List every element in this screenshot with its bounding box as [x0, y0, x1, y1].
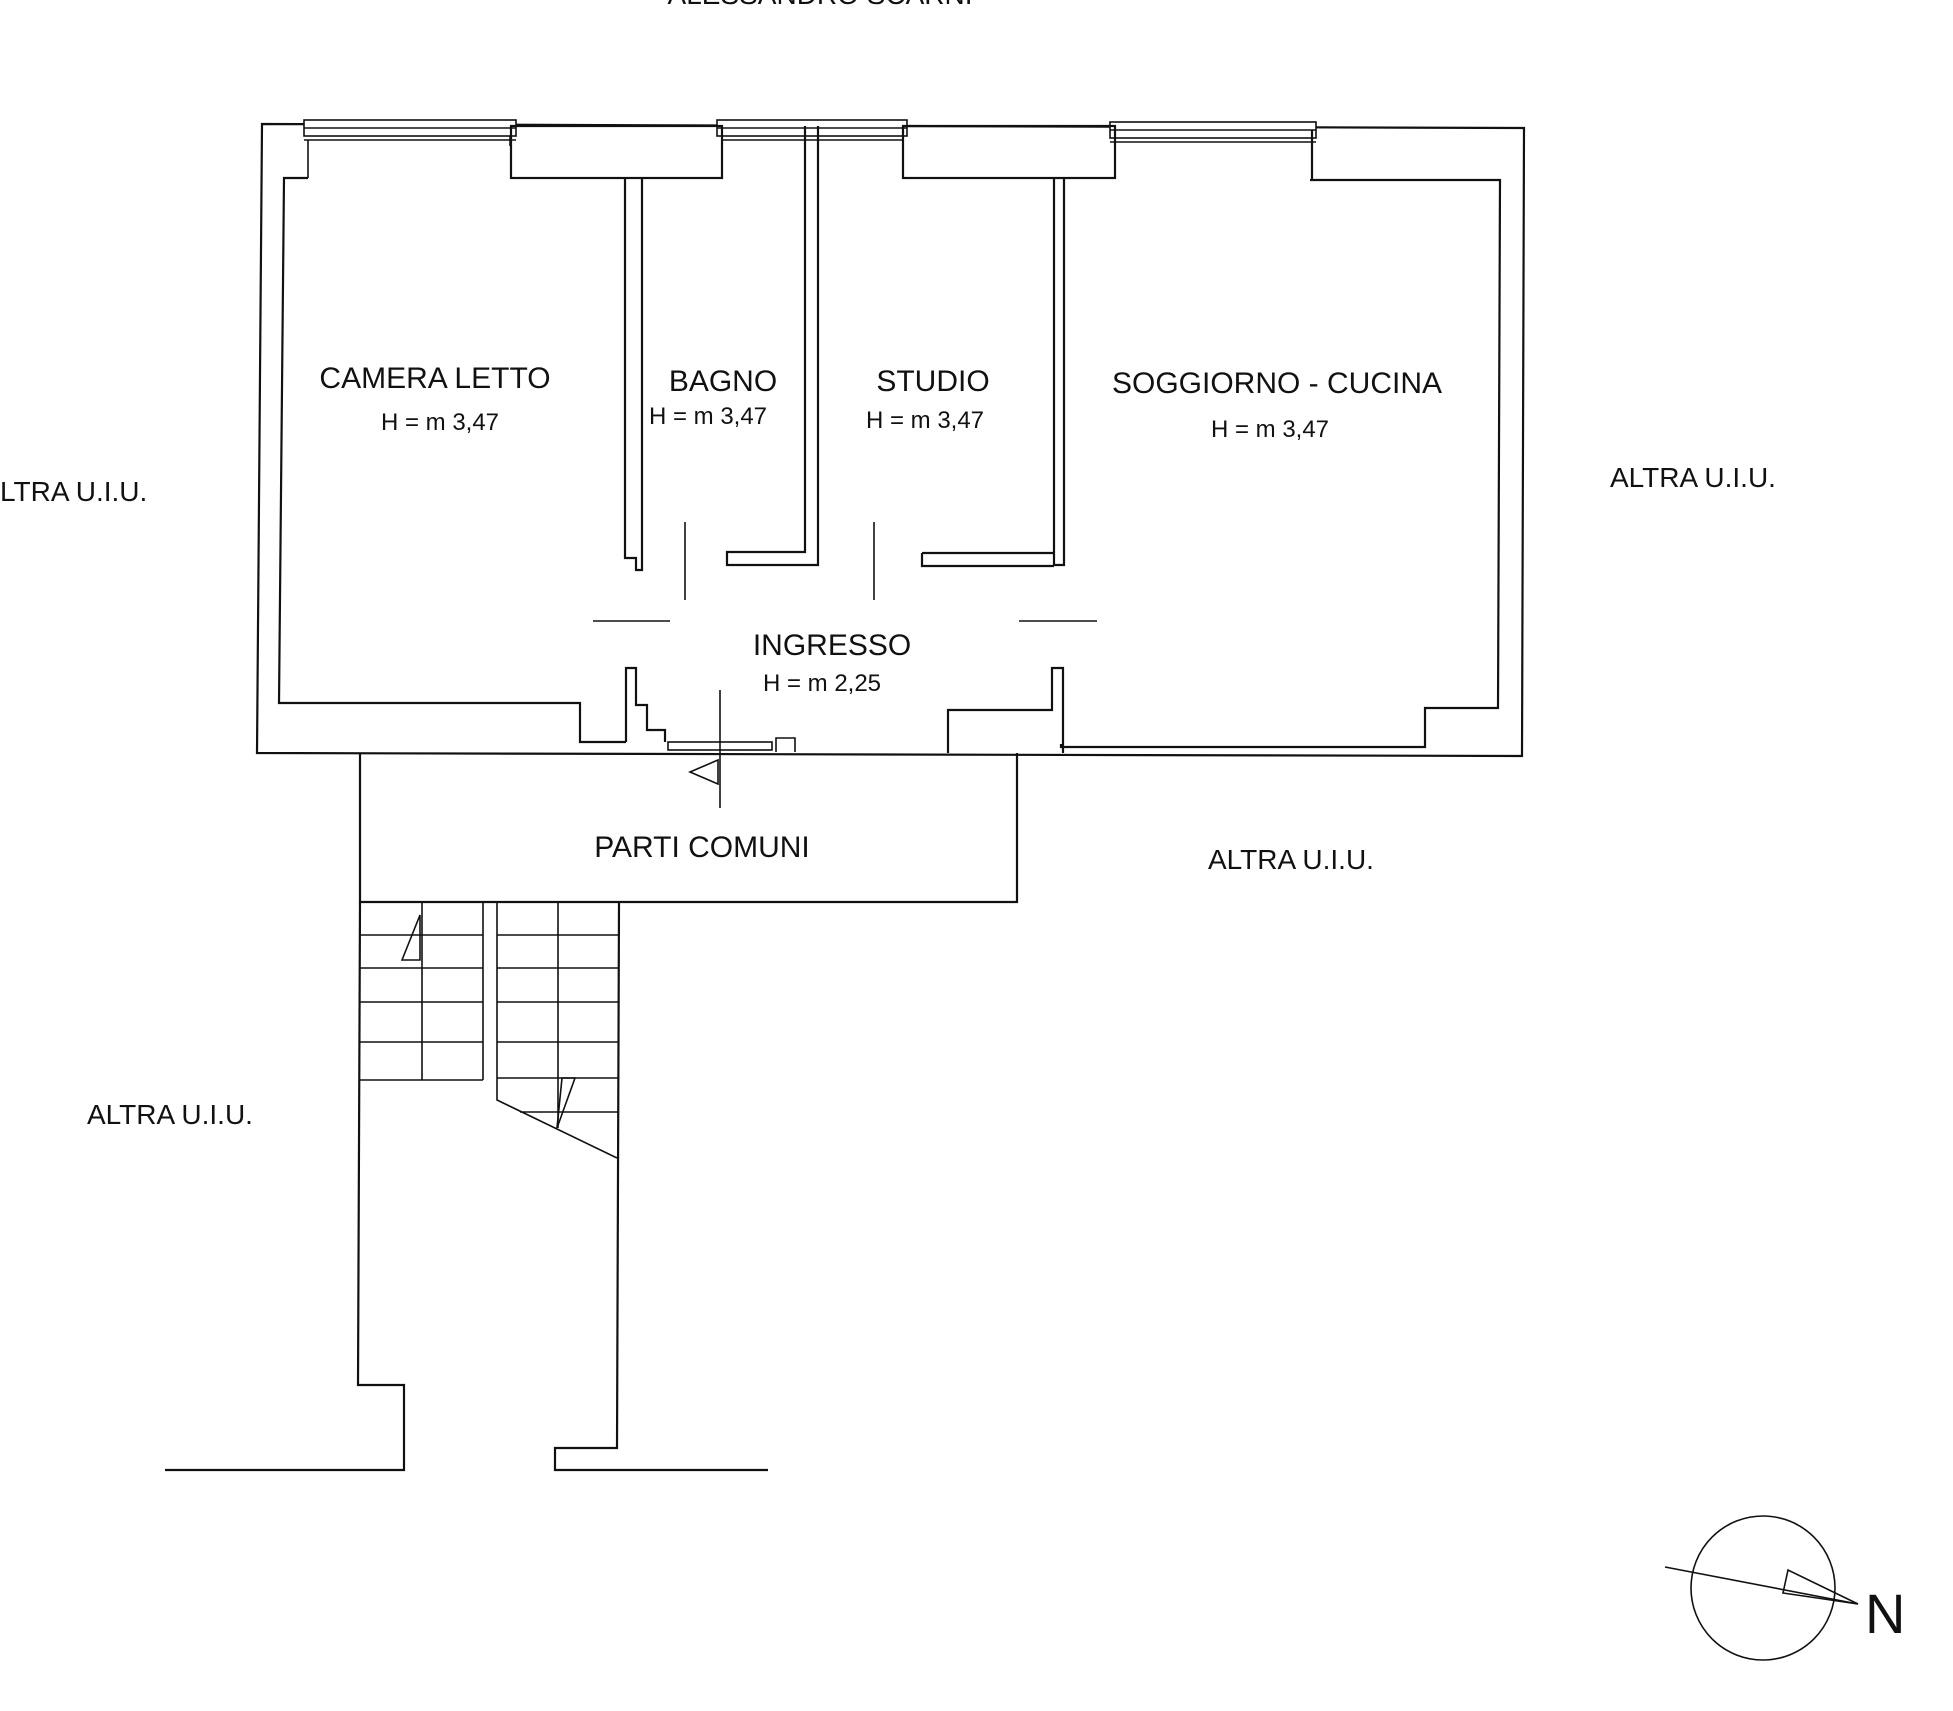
room-name: INGRESSO — [753, 629, 911, 662]
front-windows — [303, 119, 1317, 180]
room-height: H = m 2,25 — [763, 670, 881, 697]
neighbour-west-label: LTRA U.I.U. — [0, 476, 147, 507]
common-area — [358, 753, 1019, 904]
room-label-camera-letto: CAMERA LETTO H = m 3,47 — [319, 362, 550, 436]
room-height: H = m 3,47 — [381, 409, 499, 436]
room-label-bagno: BAGNO H = m 3,47 — [649, 365, 777, 430]
room-height: H = m 3,47 — [866, 407, 984, 434]
room-name: SOGGIORNO - CUCINA — [1112, 367, 1442, 400]
room-height: H = m 3,47 — [1211, 416, 1329, 443]
staircase — [165, 901, 768, 1472]
neighbour-south-east-label: ALTRA U.I.U. — [1208, 844, 1374, 875]
north-arrow-icon — [1664, 1515, 1859, 1661]
neighbour-east-label: ALTRA U.I.U. — [1610, 462, 1776, 493]
room-height: H = m 3,47 — [649, 403, 767, 430]
room-label-soggiorno-cucina: SOGGIORNO - CUCINA H = m 3,47 — [1112, 367, 1442, 443]
room-name: CAMERA LETTO — [319, 362, 550, 395]
interior-walls — [593, 126, 1097, 808]
north-label: N — [1865, 1582, 1905, 1645]
neighbour-south-west-label: ALTRA U.I.U. — [87, 1099, 253, 1130]
common-area-label: PARTI COMUNI — [594, 831, 810, 864]
room-label-ingresso: INGRESSO H = m 2,25 — [753, 629, 911, 697]
room-name: BAGNO — [669, 365, 777, 398]
room-name: STUDIO — [876, 365, 989, 398]
room-label-studio: STUDIO H = m 3,47 — [866, 365, 990, 434]
top-caption: ALESSANDRO SCARNI — [668, 0, 973, 10]
